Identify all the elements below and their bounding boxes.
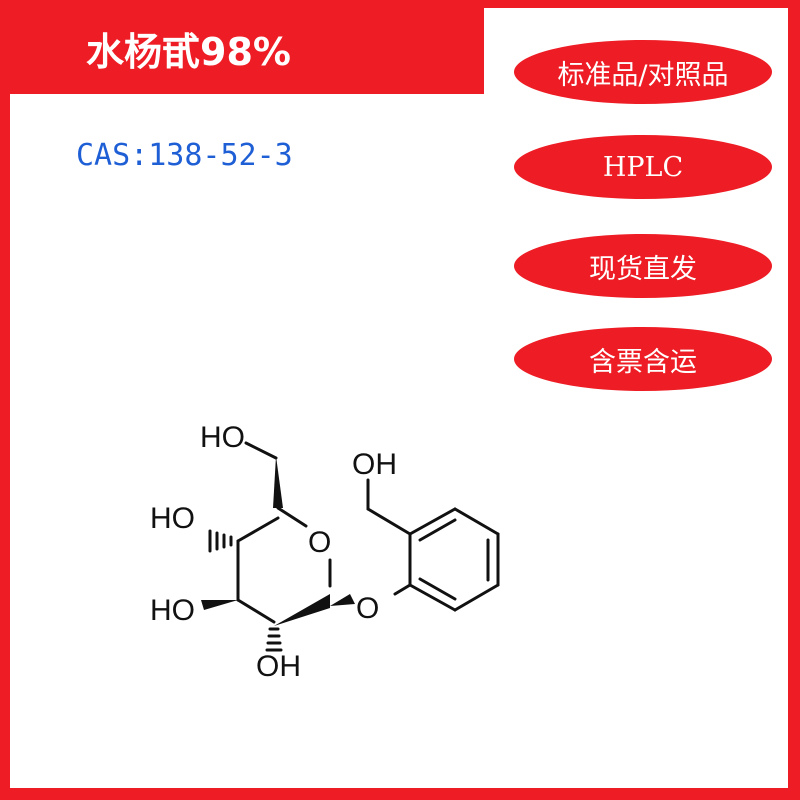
wedge-c1-c2 (274, 594, 330, 626)
bond-benzene-inner-1 (418, 518, 457, 542)
bond-ch2-oh (244, 441, 278, 460)
atom-label-c4-oh: HO (150, 502, 195, 535)
bond-c2-c3 (236, 598, 276, 624)
badge-reference-standard: 标准品/对照品 (514, 40, 772, 104)
atom-label-c3-oh: HO (150, 594, 195, 627)
bond-benzene-inner-3 (418, 577, 457, 601)
atom-label-ring-oxygen: O (308, 526, 331, 559)
badge-hplc: HPLC (514, 135, 772, 199)
structure-bonds (236, 441, 500, 624)
bond-benzene-6 (408, 583, 457, 612)
frame-top-border (484, 0, 800, 8)
badge-invoice-shipping: 含票含运 (514, 327, 772, 391)
title-banner (0, 0, 484, 94)
frame-right-border (788, 0, 800, 800)
structure-wedges (201, 456, 355, 626)
bond-glycosidic-o-aryl (393, 583, 412, 596)
wedge-c5-ch2 (273, 456, 283, 508)
atom-label-glycosidic-oxygen: O (356, 592, 379, 625)
bond-c4-c5 (236, 516, 280, 543)
atom-label-benzyl-oh: OH (352, 448, 397, 481)
frame-bottom-border (0, 788, 800, 800)
atom-label-c2-oh: OH (256, 650, 301, 683)
cas-number: CAS:138-52-3 (76, 138, 293, 173)
badge-in-stock: 现货直发 (514, 234, 772, 298)
bond-benzene-3 (453, 507, 500, 536)
structure-hashes (208, 516, 283, 652)
bond-c5-ring-o (276, 506, 308, 528)
bond-benzene-5 (453, 583, 500, 612)
bond-aryl-ch2 (366, 507, 412, 536)
product-title: 水杨甙98% (86, 30, 291, 74)
wedge-c3-oh (201, 600, 238, 610)
atom-label-hydroxymethyl-oh: HO (200, 421, 245, 454)
frame-left-border (0, 0, 10, 800)
bond-benzene-2 (408, 507, 457, 536)
wedge-c1-o (330, 594, 355, 606)
